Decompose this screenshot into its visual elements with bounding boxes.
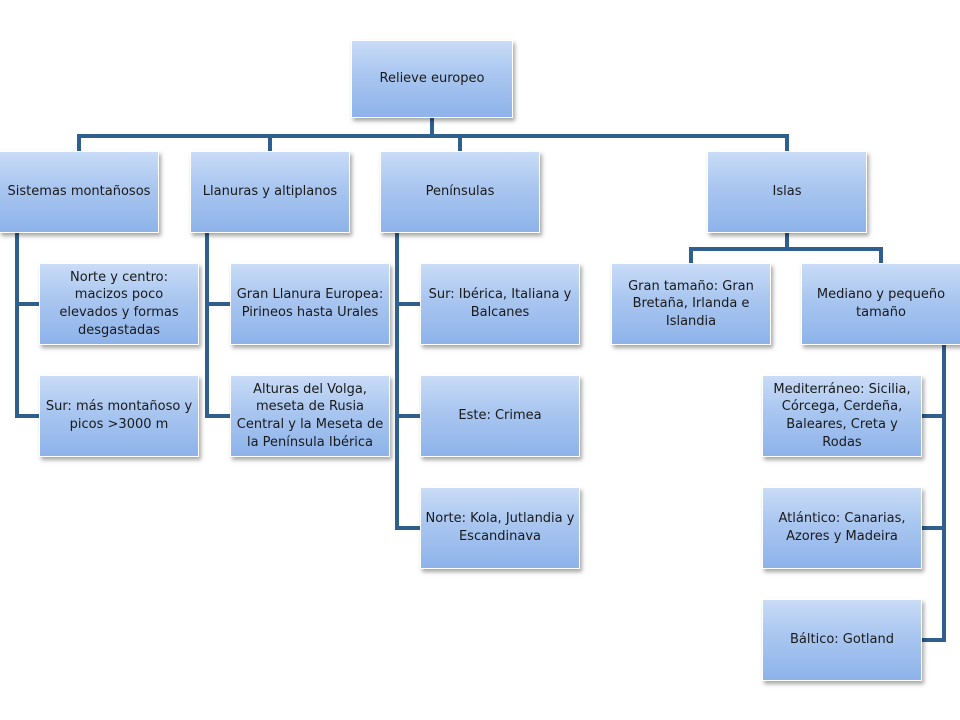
leaf-label: Mediterráneo: Sicilia, Córcega, Cerdeña,… <box>773 381 911 450</box>
leaf-peninsulas-norte: Norte: Kola, Jutlandia y Escandinava <box>420 487 580 569</box>
leaf-label: Este: Crimea <box>458 408 542 424</box>
category-label: Penínsulas <box>425 184 495 200</box>
leaf-label: Sur: más montañoso y picos >3000 m <box>45 399 193 432</box>
root-label: Relieve europeo <box>379 71 485 87</box>
leaf-gran-llanura: Gran Llanura Europea: Pirineos hasta Ura… <box>230 263 390 345</box>
group-mediano-pequeno: Mediano y pequeño tamaño <box>801 263 960 345</box>
leaf-label: Atlántico: Canarias, Azores y Madeira <box>778 511 906 544</box>
leaf-mediterraneo: Mediterráneo: Sicilia, Córcega, Cerdeña,… <box>762 375 922 457</box>
leaf-label: Alturas del Volga, meseta de Rusia Centr… <box>236 381 384 450</box>
category-peninsulas: Penínsulas <box>380 151 540 233</box>
leaf-alturas-volga: Alturas del Volga, meseta de Rusia Centr… <box>230 375 390 457</box>
leaf-peninsulas-sur: Sur: Ibérica, Italiana y Balcanes <box>420 263 580 345</box>
category-llanuras-altiplanos: Llanuras y altiplanos <box>190 151 350 233</box>
leaf-peninsulas-este: Este: Crimea <box>420 375 580 457</box>
group-label: Mediano y pequeño tamaño <box>816 287 946 320</box>
leaf-baltico: Báltico: Gotland <box>762 599 922 681</box>
category-islas: Islas <box>707 151 867 233</box>
leaf-label: Gran Llanura Europea: Pirineos hasta Ura… <box>236 287 384 320</box>
group-label: Gran tamaño: Gran Bretaña, Irlanda e Isl… <box>628 278 754 329</box>
group-gran-tamano: Gran tamaño: Gran Bretaña, Irlanda e Isl… <box>611 263 771 345</box>
category-label: Islas <box>772 184 802 200</box>
leaf-label: Norte: Kola, Jutlandia y Escandinava <box>425 511 575 544</box>
leaf-atlantico: Atlántico: Canarias, Azores y Madeira <box>762 487 922 569</box>
root-node: Relieve europeo <box>351 40 513 118</box>
leaf-label: Norte y centro: macizos poco elevados y … <box>59 269 179 338</box>
leaf-norte-centro: Norte y centro: macizos poco elevados y … <box>39 263 199 345</box>
category-label: Sistemas montañosos <box>7 184 151 200</box>
leaf-label: Báltico: Gotland <box>789 632 894 648</box>
category-sistemas-montanosos: Sistemas montañosos <box>0 151 159 233</box>
category-label: Llanuras y altiplanos <box>202 184 338 200</box>
leaf-label: Sur: Ibérica, Italiana y Balcanes <box>428 287 572 320</box>
leaf-sur-montanoso: Sur: más montañoso y picos >3000 m <box>39 375 199 457</box>
